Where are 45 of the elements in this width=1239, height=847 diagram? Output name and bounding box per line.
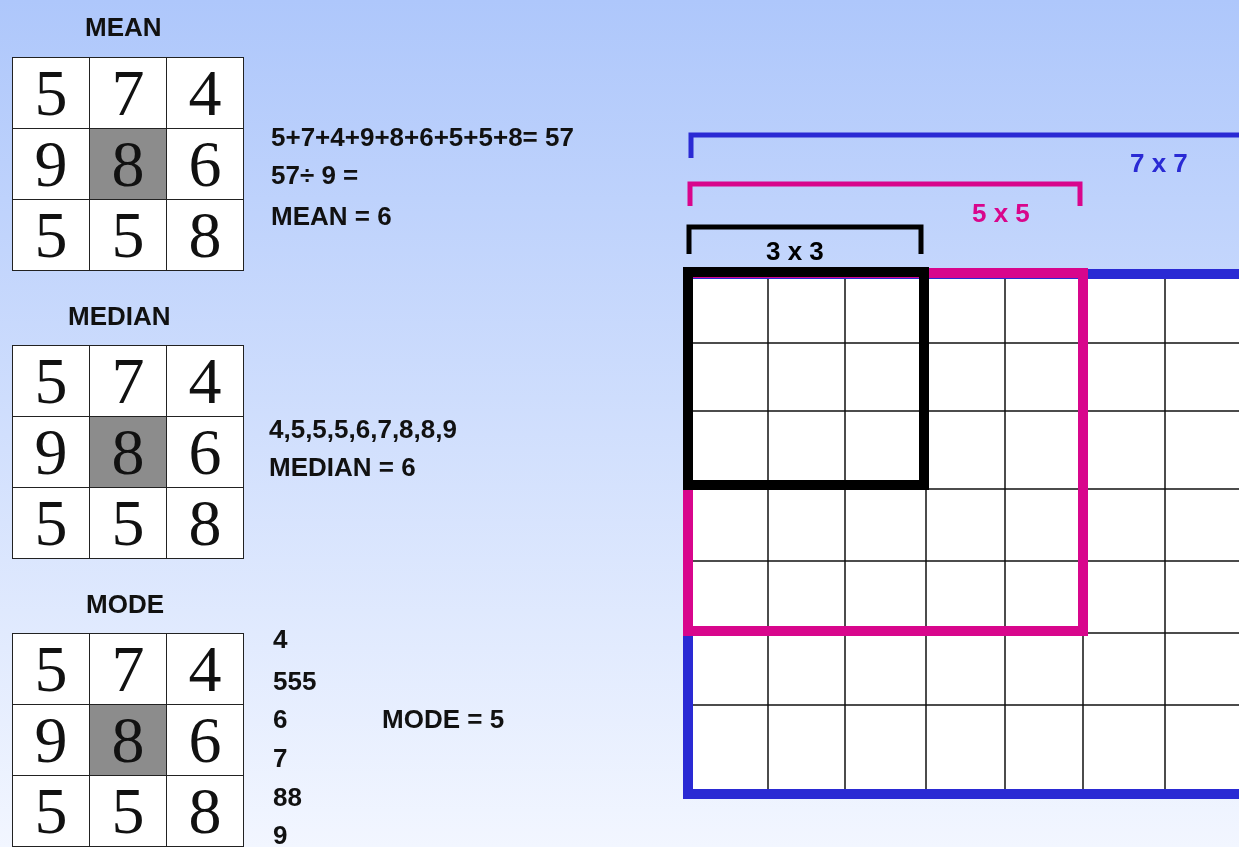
calculation-text: 7 <box>273 745 288 771</box>
number-cell: 5 <box>12 199 90 271</box>
calculation-text: 555 <box>273 668 317 694</box>
number-cell: 8 <box>166 199 244 271</box>
center-cell: 8 <box>89 704 167 776</box>
number-cell: 5 <box>12 57 90 129</box>
number-cell: 8 <box>166 775 244 847</box>
number-cell: 6 <box>166 416 244 488</box>
size-label: 3 x 3 <box>766 238 824 264</box>
number-cell: 8 <box>166 487 244 559</box>
number-cell: 6 <box>166 128 244 200</box>
number-cell: 7 <box>89 57 167 129</box>
number-cell: 9 <box>12 128 90 200</box>
number-cell: 9 <box>12 704 90 776</box>
calculation-text: 88 <box>273 784 302 810</box>
number-cell: 5 <box>89 487 167 559</box>
center-cell: 8 <box>89 128 167 200</box>
calculation-text: 57÷ 9 = <box>271 162 359 188</box>
number-cell: 4 <box>166 633 244 705</box>
calculation-text: MODE = 5 <box>382 706 505 732</box>
heading: MEAN <box>85 14 162 40</box>
size-label: 7 x 7 <box>1130 150 1188 176</box>
calculation-text: MEAN = 6 <box>271 203 392 229</box>
calculation-text: 6 <box>273 706 288 732</box>
number-cell: 7 <box>89 345 167 417</box>
heading: MEDIAN <box>68 303 171 329</box>
center-cell: 8 <box>89 416 167 488</box>
number-cell: 5 <box>12 775 90 847</box>
number-cell: 9 <box>12 416 90 488</box>
size-label: 5 x 5 <box>972 200 1030 226</box>
calculation-text: 5+7+4+9+8+6+5+5+8= 57 <box>271 124 574 150</box>
calculation-text: 4,5,5,5,6,7,8,8,9 <box>269 416 457 442</box>
number-cell: 5 <box>12 633 90 705</box>
number-cell: 5 <box>89 775 167 847</box>
calculation-text: 9 <box>273 822 288 847</box>
number-cell: 4 <box>166 57 244 129</box>
number-cell: 5 <box>89 199 167 271</box>
calculation-text: 4 <box>273 626 288 652</box>
number-cell: 4 <box>166 345 244 417</box>
number-cell: 7 <box>89 633 167 705</box>
number-cell: 5 <box>12 345 90 417</box>
number-cell: 5 <box>12 487 90 559</box>
number-cell: 6 <box>166 704 244 776</box>
heading: MODE <box>86 591 164 617</box>
calculation-text: MEDIAN = 6 <box>269 454 416 480</box>
